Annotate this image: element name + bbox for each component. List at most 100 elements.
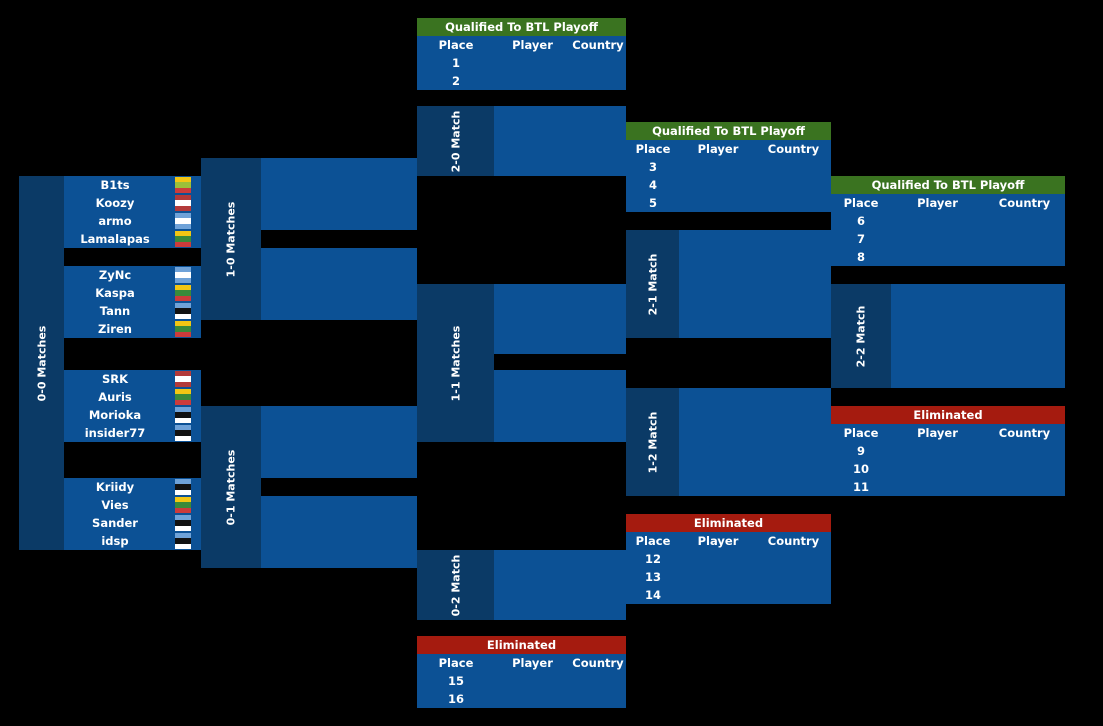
place-cell: 2	[451, 74, 460, 88]
place-cell: 3	[648, 160, 657, 174]
place-cell: 10	[852, 462, 869, 476]
col-country: Country	[572, 656, 624, 670]
table-title: Qualified To BTL Playoff	[417, 18, 626, 36]
country-flag-icon	[175, 231, 191, 247]
player-row: Kaspa	[64, 284, 200, 302]
stage-2-0-label: 2-0 Match	[449, 110, 462, 172]
stage-0-1-label: 0-1 Matches	[224, 449, 238, 525]
place-cell: 1	[451, 56, 460, 70]
country-flag-icon	[175, 177, 191, 193]
match-slot	[261, 496, 417, 568]
qualified-table-2: Qualified To BTL Playoff Place Player Co…	[626, 122, 831, 212]
player-name: Kaspa	[95, 286, 135, 300]
place-cell: 16	[447, 692, 464, 706]
place-cell: 8	[856, 250, 865, 264]
country-flag-icon	[175, 285, 191, 301]
match-slot	[494, 370, 626, 442]
col-country: Country	[998, 426, 1051, 440]
country-flag-icon	[175, 497, 191, 513]
player-row: SRK	[64, 370, 200, 388]
stage-2-1-label: 2-1 Match	[646, 253, 659, 315]
table-title: Eliminated	[831, 406, 1065, 424]
player-row: ZyNc	[64, 266, 200, 284]
country-flag-icon	[175, 303, 191, 319]
table-title: Eliminated	[626, 514, 831, 532]
stage-1-0: 1-0 Matches	[201, 158, 261, 320]
col-player: Player	[512, 656, 553, 670]
country-flag-icon	[175, 195, 191, 211]
player-row: Vies	[64, 496, 200, 514]
player-row: Ziren	[64, 320, 200, 338]
place-cell: 11	[852, 480, 869, 494]
player-name: Kriidy	[95, 480, 135, 494]
place-cell: 12	[644, 552, 661, 566]
place-cell: 9	[856, 444, 865, 458]
match-slot	[261, 248, 417, 320]
col-player: Player	[512, 38, 553, 52]
match-slot	[679, 230, 831, 338]
player-name: armo	[98, 214, 132, 228]
player-name: Lamalapas	[80, 232, 150, 246]
qualified-table-3: Qualified To BTL Playoff Place Player Co…	[831, 176, 1065, 266]
player-name: idsp	[101, 534, 129, 548]
player-row: Lamalapas	[64, 230, 200, 248]
stage-0-2-label: 0-2 Match	[449, 554, 462, 616]
player-row: Tann	[64, 302, 200, 320]
col-player: Player	[697, 142, 739, 156]
player-name: Vies	[101, 498, 129, 512]
player-name: Morioka	[88, 408, 142, 422]
match-slot	[891, 284, 1065, 388]
col-place: Place	[843, 426, 879, 440]
qualified-table-1: Qualified To BTL Playoff Place Player Co…	[417, 18, 626, 90]
country-flag-icon	[175, 479, 191, 495]
col-player: Player	[917, 426, 958, 440]
player-name: Koozy	[95, 196, 135, 210]
stage-1-0-label: 1-0 Matches	[224, 201, 238, 277]
place-cell: 5	[648, 196, 657, 210]
place-cell: 6	[856, 214, 865, 228]
player-row: armo	[64, 212, 200, 230]
player-name: Auris	[98, 390, 132, 404]
player-row: B1ts	[64, 176, 200, 194]
player-row: Kriidy	[64, 478, 200, 496]
stage-2-0: 2-0 Match	[417, 106, 494, 176]
player-row: Koozy	[64, 194, 200, 212]
country-flag-icon	[175, 389, 191, 405]
eliminated-table-2: Eliminated Place Player Country 12 13 14	[626, 514, 831, 604]
stage-2-2: 2-2 Match	[831, 284, 891, 388]
match-slot	[679, 388, 831, 496]
match-slot	[494, 550, 626, 620]
table-title: Eliminated	[417, 636, 626, 654]
country-flag-icon	[175, 425, 191, 441]
stage-1-1-label: 1-1 Matches	[448, 325, 462, 401]
country-flag-icon	[175, 533, 191, 549]
player-row: insider77	[64, 424, 200, 442]
eliminated-table-3: Eliminated Place Player Country 15 16	[417, 636, 626, 708]
eliminated-table-1: Eliminated Place Player Country 9 10 11	[831, 406, 1065, 496]
player-name: SRK	[101, 372, 129, 386]
stage-2-2-label: 2-2 Match	[854, 305, 868, 367]
stage-0-2: 0-2 Match	[417, 550, 494, 620]
match-slot	[261, 406, 417, 478]
col-player: Player	[917, 196, 958, 210]
player-name: insider77	[84, 426, 146, 440]
place-cell: 15	[447, 674, 464, 688]
table-title: Qualified To BTL Playoff	[831, 176, 1065, 194]
place-cell: 14	[644, 588, 661, 602]
player-name: B1ts	[100, 178, 130, 192]
player-row: Auris	[64, 388, 200, 406]
country-flag-icon	[175, 213, 191, 229]
match-slot	[494, 106, 626, 176]
col-place: Place	[635, 142, 671, 156]
stage-1-2: 1-2 Match	[626, 388, 679, 496]
col-player: Player	[697, 534, 739, 548]
stage-2-1: 2-1 Match	[626, 230, 679, 338]
stage-1-1: 1-1 Matches	[417, 284, 494, 442]
col-place: Place	[438, 656, 474, 670]
player-name: ZyNc	[98, 268, 132, 282]
stage-0-0-label: 0-0 Matches	[35, 325, 49, 401]
player-name: Sander	[92, 516, 138, 530]
player-row: Morioka	[64, 406, 200, 424]
place-cell: 4	[648, 178, 657, 192]
stage-0-1: 0-1 Matches	[201, 406, 261, 568]
